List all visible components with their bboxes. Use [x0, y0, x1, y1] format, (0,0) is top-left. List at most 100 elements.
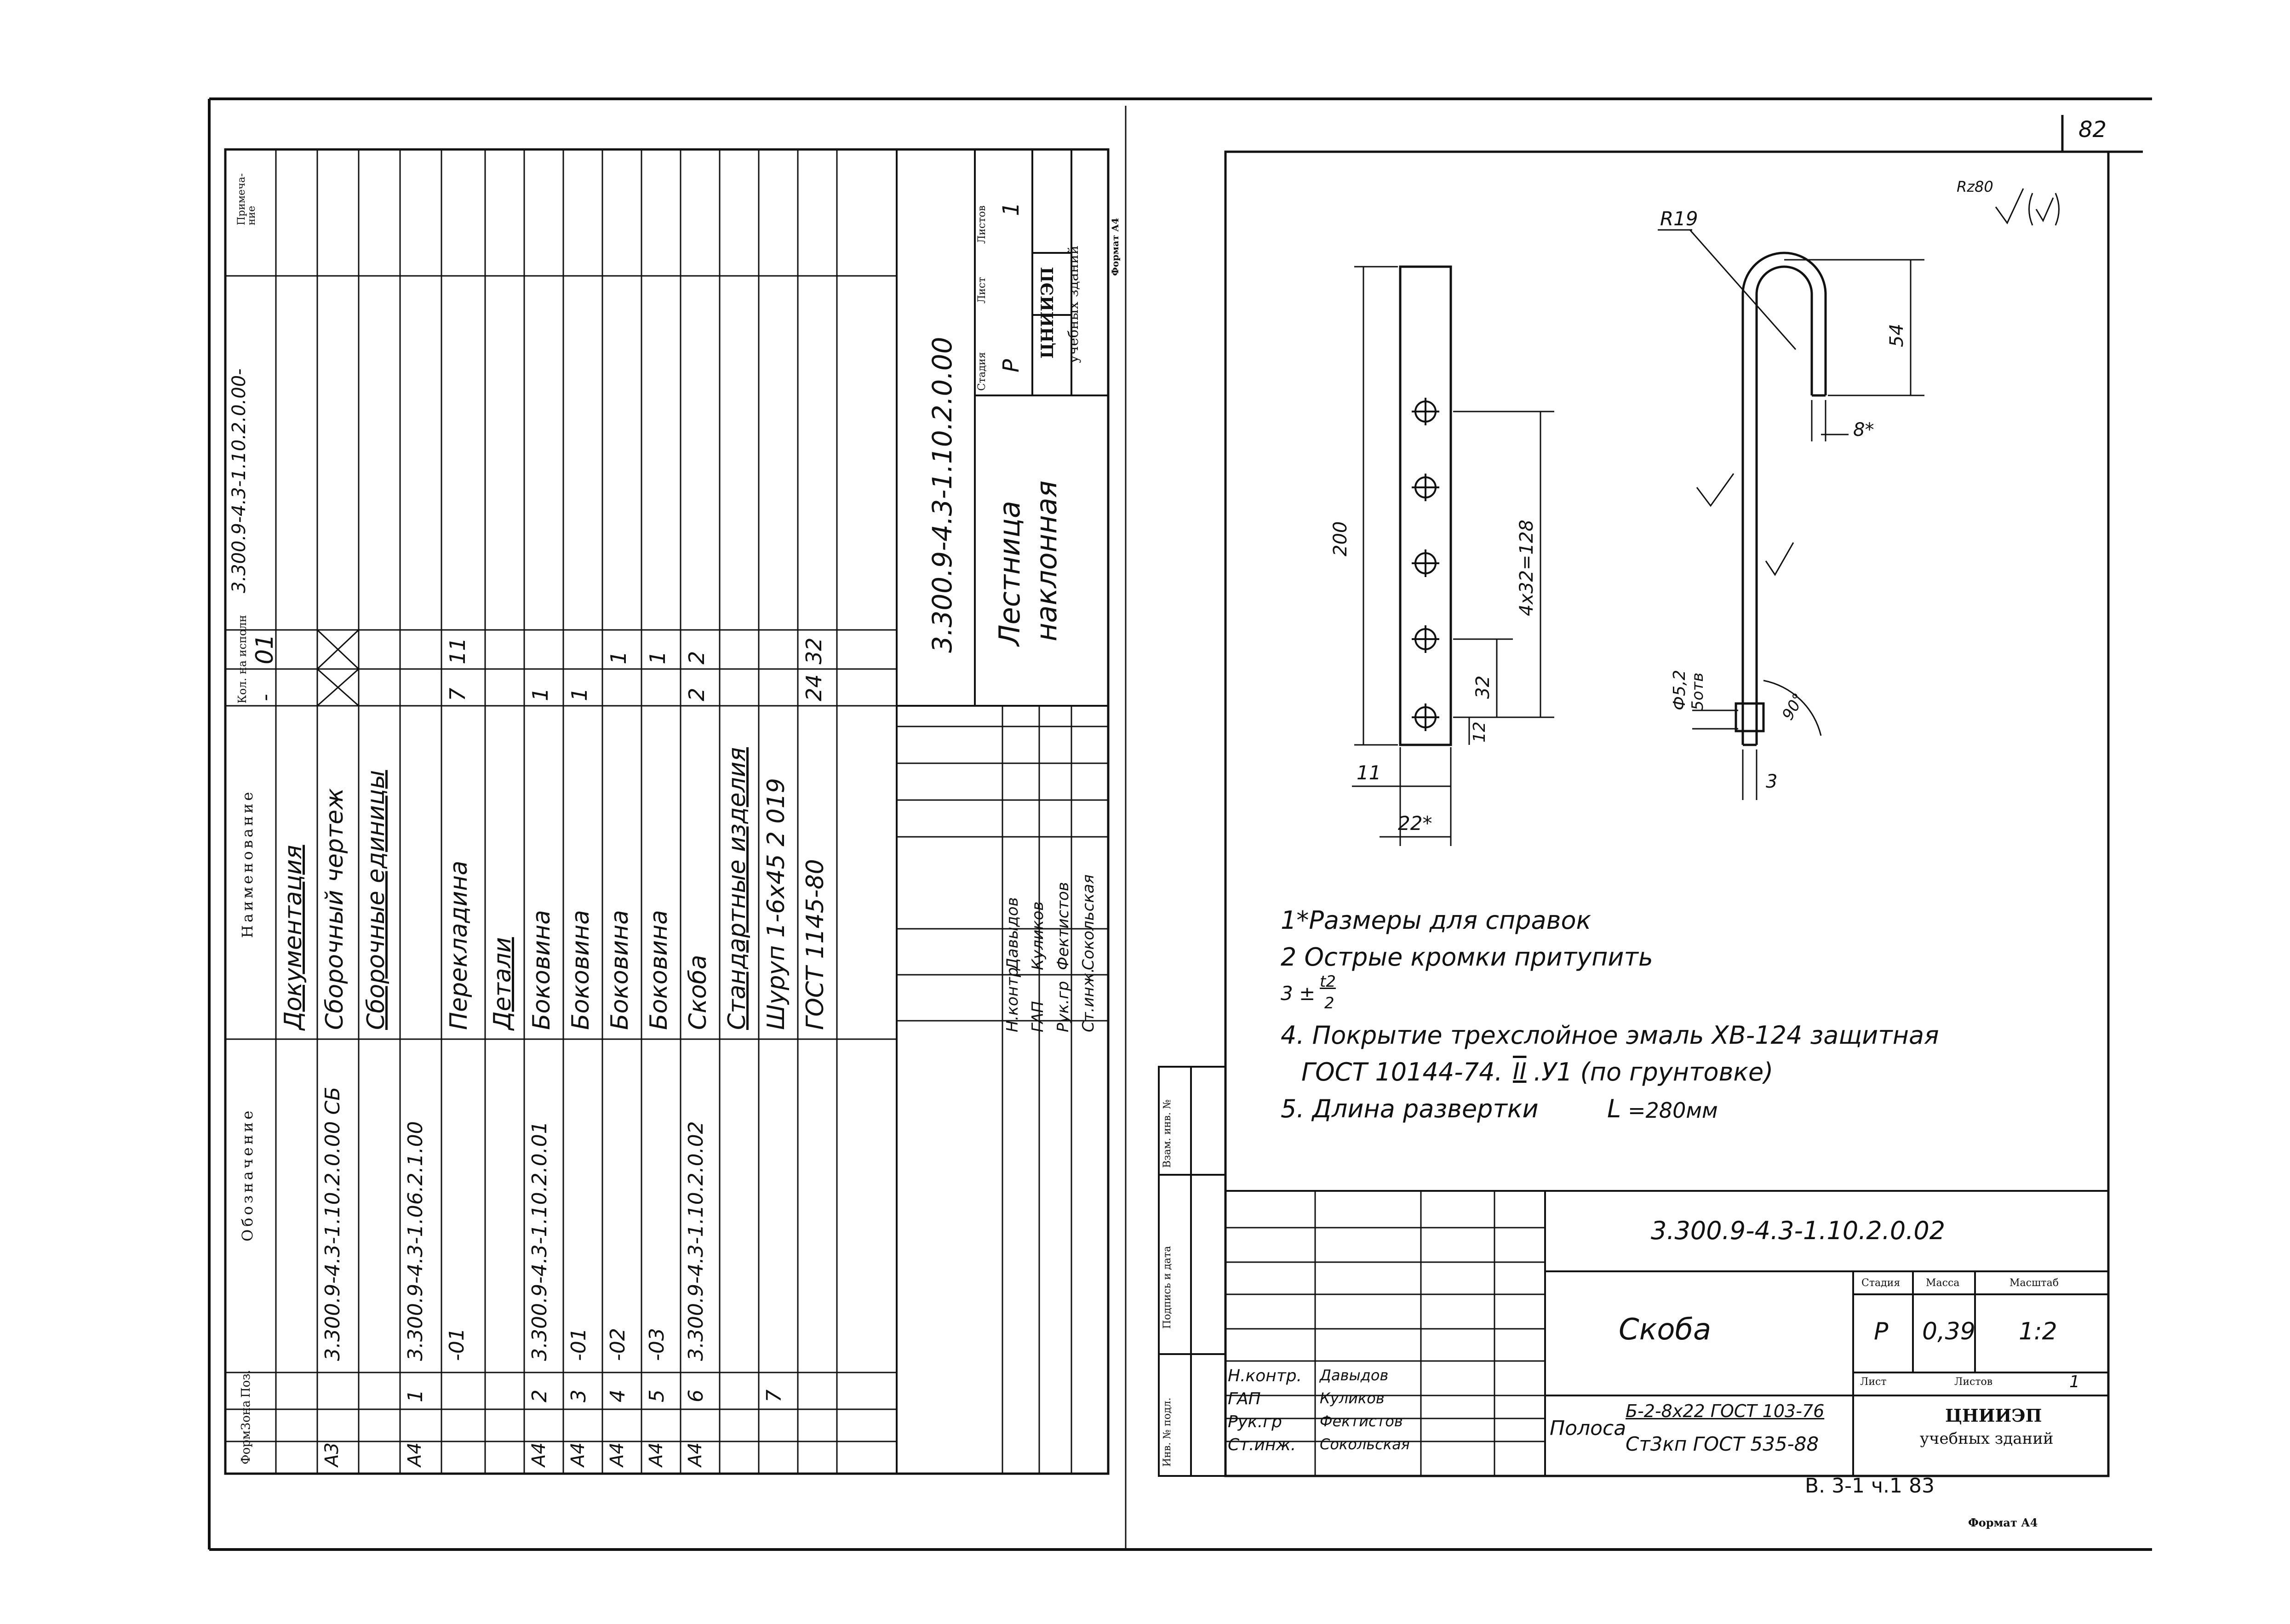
spec-designation-7: 3.300.9-4.3-1.10.2.0.01: [528, 1121, 551, 1361]
spec-name-3: Сборочные единицы: [362, 770, 390, 1030]
spec-format-10: A4: [646, 1442, 667, 1467]
spec-format-9: A4: [607, 1442, 628, 1467]
note-1: 1*Размеры для справок: [1281, 906, 1592, 935]
variant-col-2: 01: [251, 634, 279, 664]
right-doc-code: 3.300.9-4.3-1.10.2.0.02: [1651, 1216, 1946, 1245]
spec-q1-7: 1: [528, 687, 553, 701]
dim-pitch: 4x32=128: [1516, 520, 1537, 616]
left-stage-label: Стадия: [976, 352, 988, 391]
spec-q1-11: 2: [684, 687, 709, 701]
note-4: 4. Покрытие трехслойное эмаль ХВ-124 защ…: [1281, 1021, 1939, 1050]
spec-designation-11: 3.300.9-4.3-1.10.2.0.02: [684, 1121, 708, 1361]
header-note: Примеча- ние: [236, 173, 258, 225]
right-person-2: Куликов: [1320, 1390, 1385, 1407]
dim-radius: R19: [1660, 207, 1698, 230]
right-scale: 1:2: [2019, 1318, 2057, 1345]
note-5-var: L: [1607, 1094, 1621, 1123]
note-3: 3 ±: [1281, 982, 1316, 1005]
header-pos: Поз.: [239, 1370, 253, 1398]
note-4-cont: ГОСТ 10144-74.: [1301, 1058, 1503, 1086]
spec-designation-10: -03: [645, 1328, 669, 1361]
variant-col-1: -: [253, 694, 277, 701]
spec-name-9: Боковина: [606, 909, 634, 1030]
spec-name-12: Стандартные изделия: [723, 747, 751, 1030]
spec-format-11: A4: [685, 1442, 706, 1467]
spec-q1-5: 7: [445, 687, 470, 701]
left-doc-code: 3.300.9-4.3-1.10.2.0.00: [927, 337, 958, 653]
right-mass-label: Масса: [1926, 1277, 1960, 1289]
spec-designation-5: -01: [445, 1328, 469, 1361]
spec-format-7: A4: [528, 1442, 550, 1467]
header-code: 3.300.9-4.3-1.10.2.0.00-: [229, 368, 250, 593]
right-org-line1: ЦНИИЭП: [1945, 1405, 2042, 1426]
spec-designation-2: 3.300.9-4.3-1.10.2.0.00 СБ: [321, 1086, 344, 1361]
roughness-label: Rz80: [1957, 178, 1993, 195]
right-mass: 0,39: [1922, 1318, 1975, 1345]
right-role-1: Н.контр.: [1228, 1367, 1302, 1385]
right-role-3: Рук.гр: [1228, 1412, 1282, 1431]
material-top: Б-2-8x22 ГОСТ 103-76: [1626, 1401, 1825, 1421]
note-4-roman: II: [1513, 1058, 1527, 1085]
spec-pos-4: 1: [404, 1390, 427, 1402]
spec-pos-9: 4: [606, 1390, 630, 1402]
stamp-signature-date: Подпись и дата: [1162, 1246, 1173, 1329]
note-5: 5. Длина развертки: [1281, 1094, 1539, 1123]
spec-designation-9: -02: [606, 1328, 630, 1361]
left-person-1: Давыдов: [1003, 897, 1022, 970]
left-sheet-label: Лист: [976, 277, 988, 303]
spec-name-10: Боковина: [645, 909, 673, 1030]
note-3-numerator: t2: [1320, 972, 1336, 991]
page-format-label: Формат А4: [1968, 1516, 2038, 1529]
dim-thickness: 8*: [1853, 419, 1874, 440]
right-sheets: 1: [2069, 1372, 2080, 1391]
spec-pos-13: 7: [762, 1390, 786, 1402]
spec-name-8: Боковина: [567, 909, 595, 1030]
spec-q2-9: 1: [606, 651, 631, 664]
left-role-2: ГАП: [1029, 1001, 1047, 1032]
right-sheets-label: Листов: [1954, 1376, 1993, 1388]
dim-hole-count: 5отв: [1689, 672, 1707, 710]
right-stage-label: Стадия: [1861, 1277, 1901, 1289]
material-prefix: Полоса: [1550, 1417, 1626, 1440]
right-stage: Р: [1874, 1318, 1889, 1345]
right-person-3: Фектистов: [1320, 1412, 1403, 1430]
spec-designation-4: 3.300.9-4.3-1.06.2.1.00: [404, 1121, 427, 1361]
left-title-line2: наклонная: [1030, 480, 1063, 641]
spec-name-13: Шуруп 1-6х45 2 019: [762, 778, 790, 1030]
left-org-line1: ЦНИИЭП: [1038, 267, 1057, 359]
note-4-tail: .У1 (по грунтовке): [1534, 1058, 1774, 1086]
dim-hole-spacing: 32: [1472, 675, 1494, 699]
spec-format-4: A4: [404, 1442, 425, 1467]
dim-offset: 11: [1357, 761, 1381, 784]
left-role-1: Н.контр: [1003, 967, 1022, 1032]
note-2: 2 Острые кромки притупить: [1281, 943, 1653, 972]
spec-name-1: Документация: [280, 845, 307, 1030]
right-title: Скоба: [1619, 1313, 1712, 1347]
dim-tail: 3: [1766, 771, 1778, 792]
left-person-3: Фектистов: [1054, 882, 1072, 970]
left-sheets: 1: [998, 202, 1024, 216]
left-person-2: Куликов: [1029, 901, 1047, 970]
sheet-number: 82: [2078, 117, 2107, 143]
spec-q2-14: 32: [802, 637, 826, 664]
spec-name-2: Сборочный чертеж: [321, 788, 349, 1030]
spec-pos-11: 6: [684, 1390, 708, 1402]
spec-q1-14: 24: [802, 674, 826, 701]
header-designation: Обозначение: [239, 1108, 256, 1241]
dim-hole: Ф5,2: [1670, 669, 1689, 710]
right-person-4: Сокольская: [1320, 1435, 1410, 1453]
header-name: Наименование: [239, 789, 256, 938]
right-sheet-label: Лист: [1860, 1376, 1887, 1388]
dim-edge: 12: [1470, 721, 1489, 743]
right-org-line2: учебных зданий: [1920, 1430, 2054, 1448]
stamp-inv-orig: Инв. № подл.: [1162, 1397, 1173, 1467]
spec-name-14: ГОСТ 1145-80: [802, 859, 829, 1030]
spec-q2-11: 2: [684, 651, 709, 664]
spec-format-8: A4: [567, 1442, 589, 1467]
dim-length: 200: [1330, 521, 1351, 556]
spec-pos-10: 5: [645, 1390, 669, 1402]
spec-q1-8: 1: [567, 687, 592, 701]
right-person-1: Давыдов: [1320, 1367, 1389, 1384]
spec-q2-10: 1: [645, 651, 670, 664]
